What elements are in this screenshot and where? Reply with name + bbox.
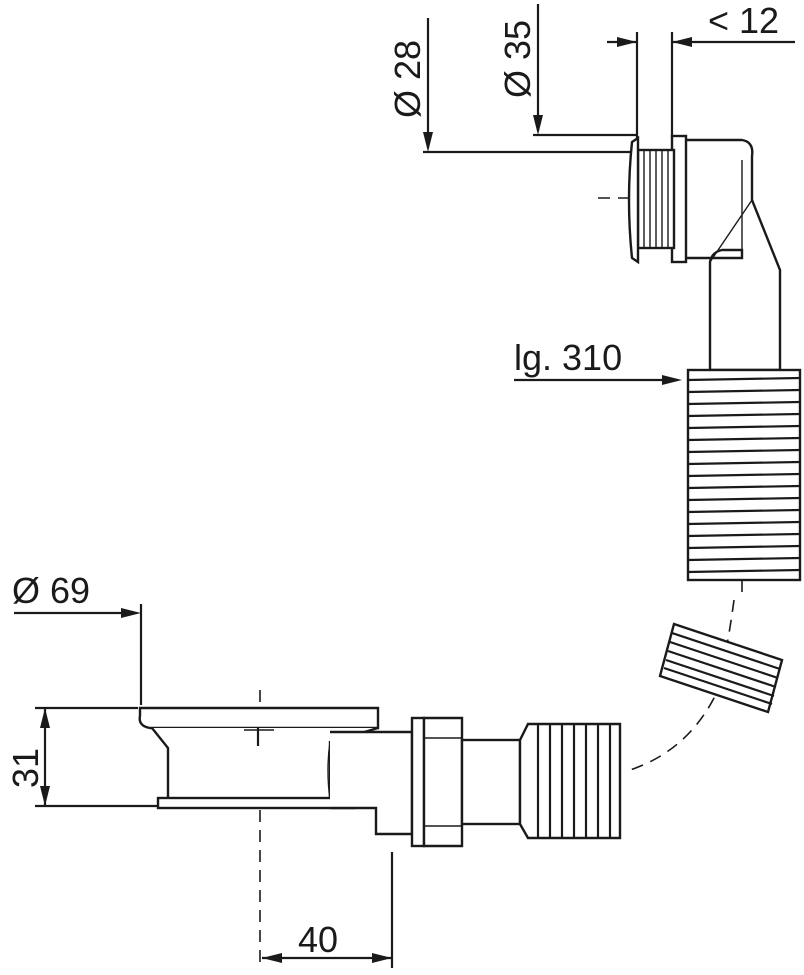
height-31-label: 31 — [5, 748, 46, 788]
diameter-69-label: Ø 69 — [12, 570, 90, 611]
overflow-head — [627, 134, 782, 372]
diameter-35-label: Ø 35 — [497, 20, 538, 98]
hose-length-label: lg. 310 — [514, 337, 622, 378]
upper-corrugated-hose — [686, 368, 802, 582]
width-40-label: 40 — [298, 919, 338, 960]
lower-corrugated-hose — [518, 722, 622, 840]
diameter-28-label: Ø 28 — [387, 40, 428, 118]
spacing-12-label: < 12 — [708, 0, 779, 41]
dimension-lines — [14, 4, 795, 968]
union-nut — [410, 716, 522, 848]
center-lines — [259, 140, 743, 968]
hose-segment-angled — [658, 622, 784, 714]
drain-body — [138, 706, 414, 836]
